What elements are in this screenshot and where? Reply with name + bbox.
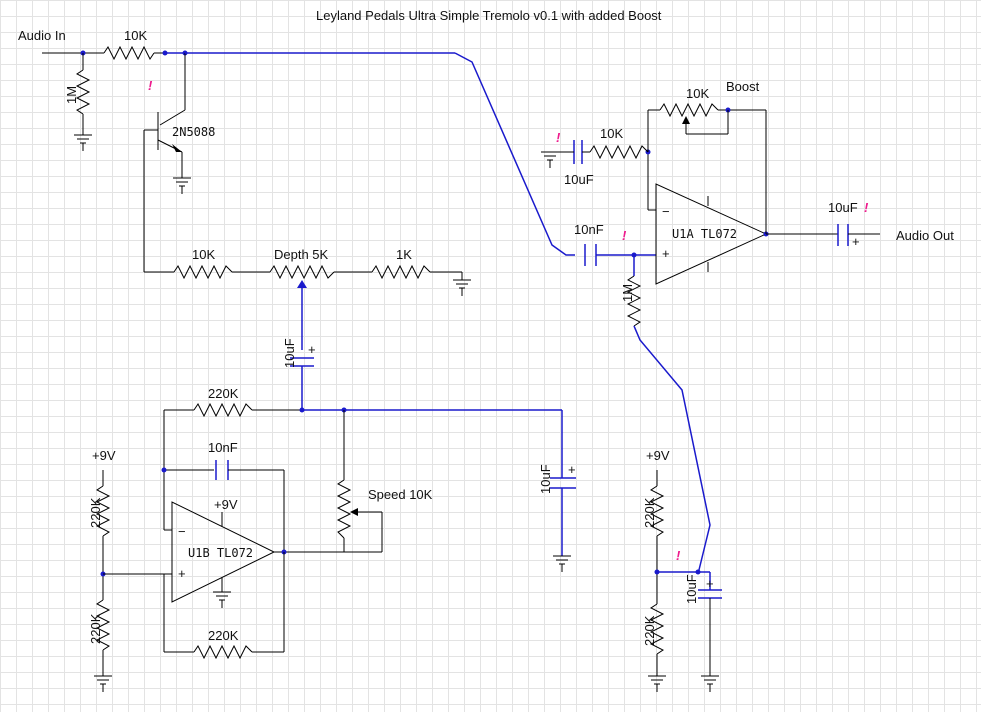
osc-bottom-resistor <box>193 644 253 660</box>
exclaim-marker-3: ! <box>676 548 681 563</box>
bias-right-cap-label: 10uF <box>684 574 699 604</box>
osc-top-resistor-label: 220K <box>208 386 239 401</box>
vcc-right-label: +9V <box>646 448 670 463</box>
bias-right-bottom-resistor <box>649 603 665 655</box>
osc-opamp <box>171 501 276 603</box>
osc-opamp-plus: + <box>178 566 186 581</box>
osc-top-resistor <box>193 402 253 418</box>
gain-cap-label: 10uF <box>564 172 594 187</box>
bias-left-top-resistor-label: 220K <box>88 497 103 528</box>
input-resistor-label: 10K <box>124 28 147 43</box>
exclaim-marker-1: ! <box>148 78 153 93</box>
osc-bottom-resistor-label: 220K <box>208 628 239 643</box>
boost-opamp-label: U1A TL072 <box>672 227 737 241</box>
lfo-cap-label: 10uF <box>538 464 553 494</box>
schematic-title: Leyland Pedals Ultra Simple Tremolo v0.1… <box>316 8 662 23</box>
boost-opamp-minus: − <box>662 204 670 219</box>
transistor-label: 2N5088 <box>172 125 215 139</box>
vcc-left-label: +9V <box>92 448 116 463</box>
osc-vcc-label: +9V <box>214 497 238 512</box>
boost-input-cap-label: 10nF <box>574 222 604 237</box>
exclaim-marker-4: ! <box>622 228 627 243</box>
boost-label: Boost <box>726 79 760 94</box>
osc-opamp-label: U1B TL072 <box>188 546 253 560</box>
bias-left-bottom-resistor-label: 220K <box>88 613 103 644</box>
exclaim-marker-5: ! <box>864 200 869 215</box>
bias-right-bottom-resistor-label: 220K <box>642 615 657 646</box>
exclaim-marker-2: ! <box>556 130 561 145</box>
depth-pot <box>269 264 335 280</box>
lfo-cap-plus: + <box>568 462 576 477</box>
boost-bias-resistor-label: 1M <box>620 284 635 302</box>
speed-pot <box>336 479 352 539</box>
osc-opamp-minus: − <box>178 524 186 539</box>
depth-cap-label: 10uF <box>282 338 297 368</box>
audio-out-label: Audio Out <box>896 228 954 243</box>
depth-left-resistor-label: 10K <box>192 247 215 262</box>
osc-cap-label: 10nF <box>208 440 238 455</box>
speed-pot-label: Speed 10K <box>368 487 433 502</box>
bias-right-cap-plus: + <box>706 576 714 591</box>
bias-right-top-resistor-label: 220K <box>642 497 657 528</box>
depth-right-resistor <box>371 264 431 280</box>
depth-cap-plus: + <box>308 342 316 357</box>
boost-bias-resistor <box>626 275 642 327</box>
output-cap-plus: + <box>852 234 860 249</box>
boost-pot <box>659 102 719 118</box>
output-cap-label: 10uF <box>828 200 858 215</box>
depth-left-resistor <box>173 264 233 280</box>
boost-opamp <box>655 183 768 285</box>
boost-pot-label: 10K <box>686 86 709 101</box>
input-resistor <box>103 45 155 61</box>
bias-left-top-resistor <box>95 485 111 537</box>
shunt-resistor-label: 1M <box>64 86 79 104</box>
bias-left-bottom-resistor <box>95 599 111 651</box>
depth-right-resistor-label: 1K <box>396 247 412 262</box>
shunt-resistor <box>75 69 91 115</box>
gain-resistor <box>589 144 649 160</box>
gain-resistor-label: 10K <box>600 126 623 141</box>
depth-pot-label: Depth 5K <box>274 247 329 262</box>
audio-in-label: Audio In <box>18 28 66 43</box>
bias-right-top-resistor <box>649 485 665 537</box>
boost-opamp-plus: + <box>662 246 670 261</box>
